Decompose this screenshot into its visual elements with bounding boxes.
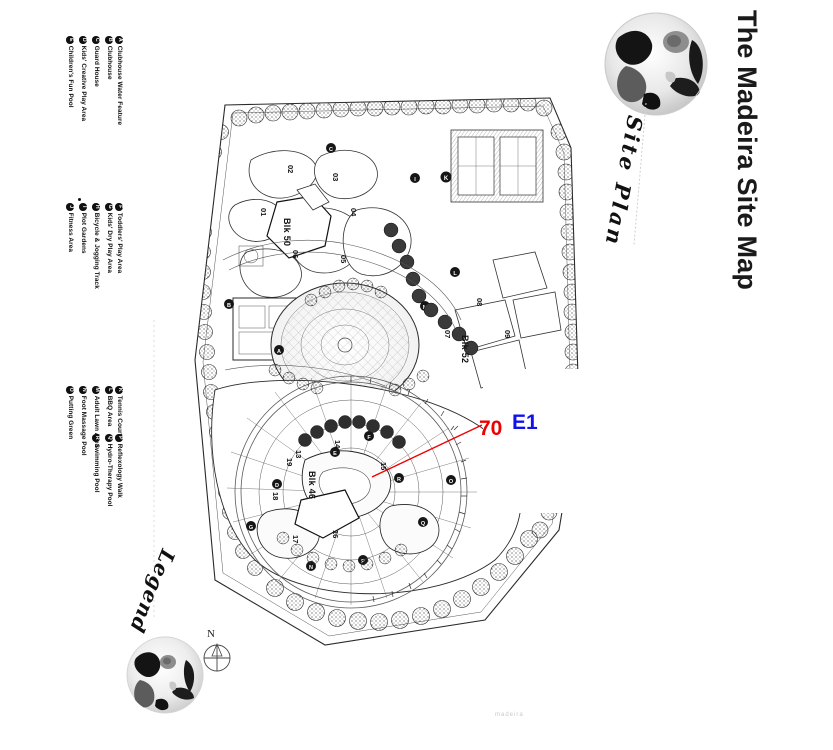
plot-label-05: 05 — [339, 255, 348, 264]
measurement-distance-label: 70 — [479, 417, 503, 440]
globe-graphic-top — [604, 12, 708, 116]
legend-bullet-icon: R — [92, 434, 100, 442]
svg-text:O: O — [449, 479, 454, 485]
legend-bullet-icon: H — [92, 203, 100, 211]
legend-bullet-icon: C — [92, 36, 100, 44]
legend-item-r[interactable]: RSwimming Pool — [92, 434, 100, 493]
svg-text:Q: Q — [421, 521, 426, 527]
page-title: The Madeira Site Map — [732, 10, 762, 291]
svg-text:B: B — [227, 303, 231, 309]
svg-text:C: C — [329, 147, 333, 153]
tennis-courts: K — [440, 129, 544, 203]
legend-column-10: JFitness Area — [61, 203, 79, 254]
block-label-52: Blk 52 — [460, 335, 470, 364]
legend-column-15: OPutting Green — [61, 386, 79, 441]
block-label-46: Blk 46 — [307, 471, 317, 500]
legend-bullet-icon: M — [92, 386, 100, 394]
globe-graphic-bottom — [126, 636, 204, 714]
north-label: N — [207, 628, 215, 640]
legend-bullet-icon: B — [105, 36, 113, 44]
svg-text:G: G — [249, 525, 253, 531]
svg-text:K: K — [444, 176, 449, 182]
plot-label-04: 04 — [349, 208, 358, 217]
legend-bullet-icon: L — [105, 386, 113, 394]
plot-label-19: 19 — [285, 458, 294, 467]
legend-bullet-icon: N — [79, 386, 87, 394]
north-arrow-icon — [203, 642, 231, 672]
legend-column-5: EChildren's Fun Pool — [61, 36, 79, 110]
svg-text:L: L — [453, 271, 457, 277]
block-label-50: Blk 50 — [282, 218, 292, 247]
white-mask-panel-right — [569, 369, 833, 513]
legend-bullet-icon: E — [66, 36, 74, 44]
legend-bullet-icon: I — [79, 203, 87, 211]
svg-text:F: F — [367, 435, 371, 441]
plot-label-07: 07 — [443, 330, 452, 339]
svg-text:R: R — [397, 477, 401, 483]
legend-item-j[interactable]: JFitness Area — [60, 203, 79, 252]
plot-label-18: 18 — [271, 492, 280, 501]
plot-label-13: 13 — [294, 450, 303, 459]
footer-watermark: madeira — [495, 712, 524, 718]
loop-road — [222, 239, 462, 387]
svg-text:I: I — [414, 177, 416, 183]
legend-bullet-icon: D — [79, 36, 87, 44]
legend-item-o[interactable]: OPutting Green — [66, 386, 74, 440]
legend-bullet-icon: Q — [105, 434, 113, 442]
plot-label-17: 17 — [291, 535, 300, 544]
svg-text:E: E — [333, 451, 337, 457]
plot-label-16: 16 — [331, 530, 340, 539]
blk-50-cluster: C I — [228, 143, 420, 298]
measurement-point-label: E1 — [512, 411, 538, 434]
plot-label-03: 03 — [331, 173, 340, 182]
clubhouse-and-lawn: B A J H — [224, 282, 420, 417]
plot-label-08: 08 — [475, 298, 484, 307]
white-mask-panel — [483, 369, 569, 513]
plot-label-15: 15 — [379, 462, 388, 471]
svg-text:A: A — [277, 349, 281, 355]
legend-bullet-icon: G — [105, 203, 113, 211]
plot-label-01: 01 — [259, 208, 268, 217]
plot-label-14: 14 — [333, 440, 342, 449]
legend-separator-dot — [78, 198, 81, 201]
plot-label-02: 02 — [286, 165, 295, 174]
legend-bullet-icon: J — [66, 203, 74, 211]
svg-text:D: D — [275, 483, 279, 489]
plot-label-06: 06 — [291, 250, 300, 259]
legend-item-e[interactable]: EChildren's Fun Pool — [66, 36, 74, 108]
legend-column-18: RSwimming Pool — [87, 434, 105, 495]
legend-bullet-icon: O — [66, 386, 74, 394]
svg-text:N: N — [309, 565, 313, 571]
legend-guide-line — [153, 320, 155, 620]
plot-label-09: 09 — [503, 330, 512, 339]
